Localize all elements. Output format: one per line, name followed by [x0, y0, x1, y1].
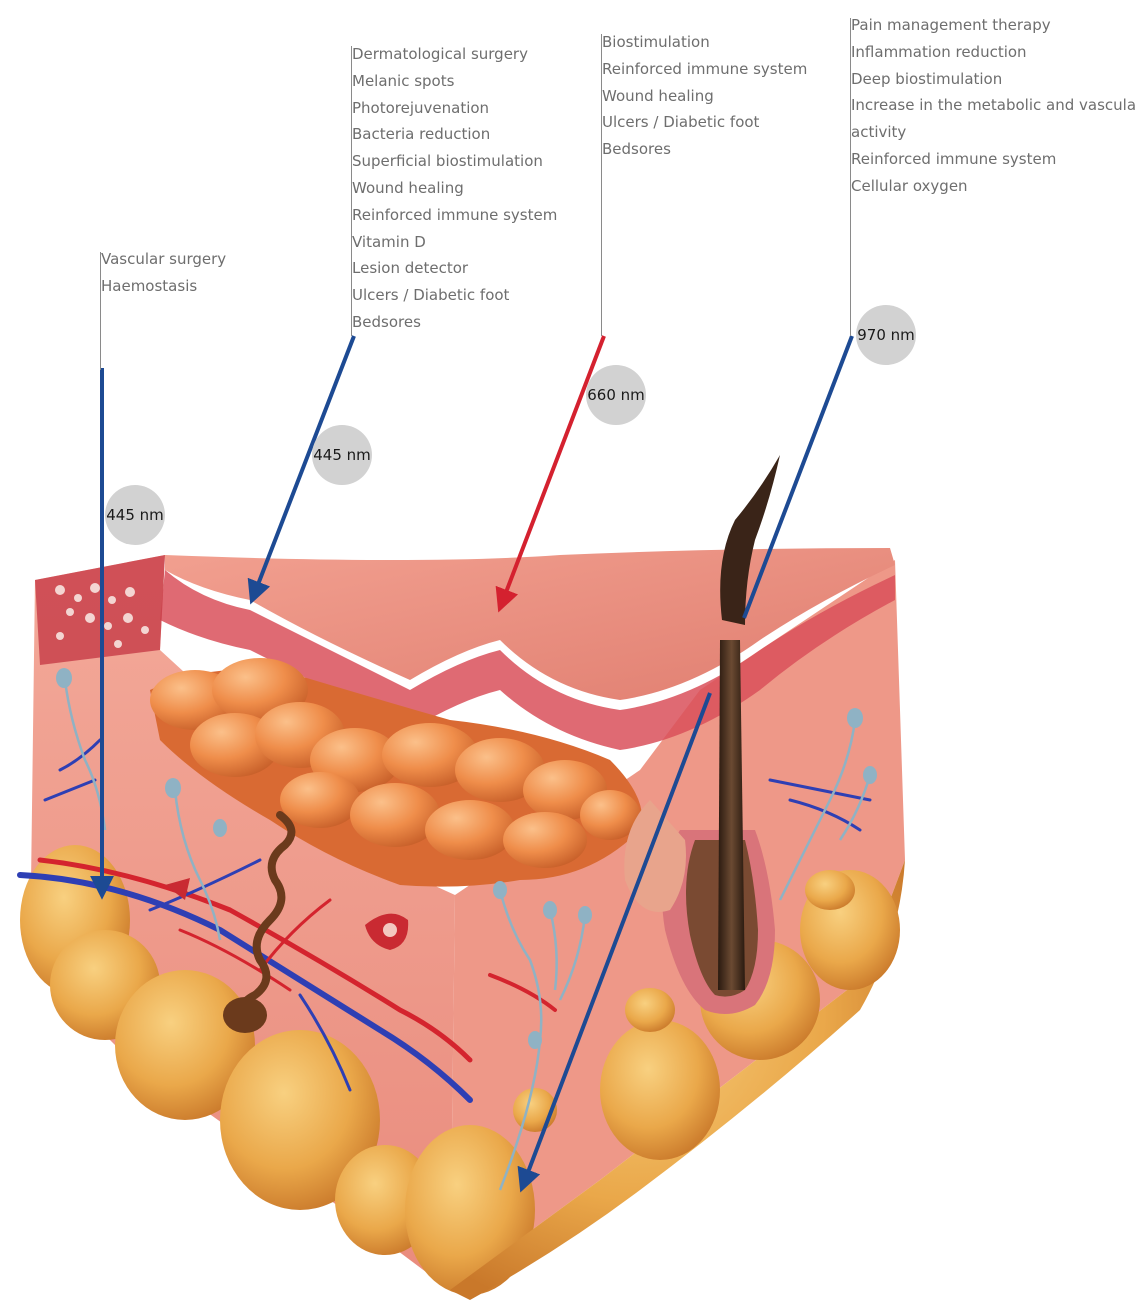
list-item: Pain management therapy: [851, 16, 1051, 34]
pain-applications-list: Pain management therapy Inflammation red…: [851, 12, 1137, 200]
list-item: Reinforced immune system: [602, 59, 808, 78]
list-item: Lesion detector: [352, 259, 469, 278]
biostimulation-applications-list: Biostimulation Reinforced immune system …: [602, 29, 807, 163]
wavelength-badge-vascular: 445 nm: [105, 485, 165, 545]
list-item: Haemostasis: [101, 276, 198, 295]
leader-line-biostimulation: [601, 34, 602, 336]
list-item: Cellular oxygen: [851, 176, 968, 195]
list-item: Increase in the metabolic and vascular: [851, 96, 1137, 115]
list-item: Wound healing: [602, 86, 714, 105]
list-item: Ulcers / Diabetic foot: [352, 286, 510, 305]
list-item: Photorejuvenation: [352, 98, 490, 117]
dermatological-applications-list: Dermatological surgery Melanic spots Pho…: [352, 41, 557, 336]
wavelength-badge-dermatological: 445 nm: [312, 425, 372, 485]
list-item: Vascular surgery: [101, 250, 227, 268]
list-item: Bedsores: [602, 140, 671, 159]
list-item: Vitamin D: [352, 232, 426, 251]
list-item: activity: [851, 123, 907, 142]
list-item: Melanic spots: [352, 71, 455, 90]
list-item: Ulcers / Diabetic foot: [602, 113, 760, 132]
list-item: Dermatological surgery: [352, 45, 528, 63]
wavelength-arrows: [90, 335, 854, 1193]
leader-line-dermatological: [351, 46, 352, 336]
arrow-660: [495, 335, 606, 613]
vessel-sections: [165, 878, 409, 950]
list-item: Inflammation reduction: [851, 42, 1027, 61]
list-item: Biostimulation: [602, 33, 710, 51]
arrow-445-dermatological: [247, 335, 356, 605]
leader-line-vascular: [100, 252, 101, 370]
leader-line-pain: [850, 18, 851, 336]
list-item: Superficial biostimulation: [352, 152, 543, 171]
list-item: Reinforced immune system: [352, 205, 558, 224]
list-item: Reinforced immune system: [851, 149, 1057, 168]
wavelength-badge-pain: 970 nm: [856, 305, 916, 365]
vascular-applications-list: Vascular surgery Haemostasis: [101, 246, 226, 300]
list-item: Bacteria reduction: [352, 125, 491, 144]
list-item: Wound healing: [352, 178, 464, 197]
arrow-970-lower: [517, 692, 712, 1193]
hair-follicle: [624, 455, 780, 1014]
wavelength-badge-biostimulation: 660 nm: [586, 365, 646, 425]
arrow-970-upper: [742, 335, 854, 619]
list-item: Bedsores: [352, 312, 421, 331]
list-item: Deep biostimulation: [851, 69, 1003, 88]
fat-cell-cluster: [150, 658, 642, 887]
sweat-gland: [237, 811, 296, 1024]
nerve-endings: [63, 679, 872, 1191]
